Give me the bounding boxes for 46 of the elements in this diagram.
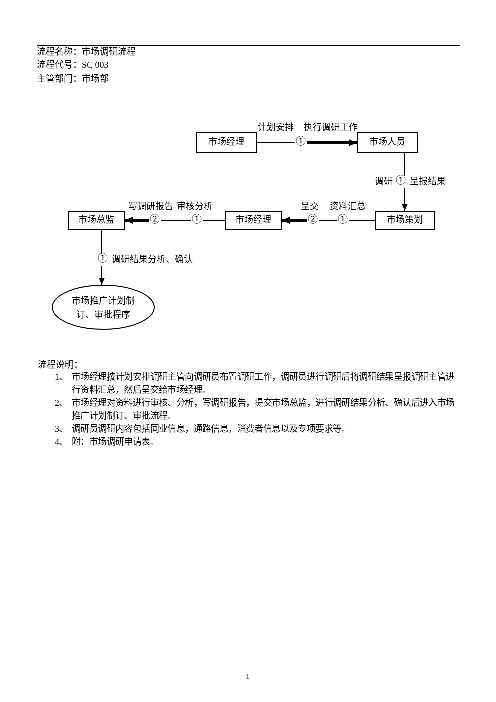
list-number: 4、 <box>55 436 68 448</box>
step-number: ① <box>97 254 109 266</box>
connector-line <box>202 220 226 221</box>
step-label: 呈交 <box>301 202 319 212</box>
connector-line <box>318 220 338 221</box>
step-number: ① <box>395 176 407 188</box>
step-label: 执行调研工作 <box>304 124 358 132</box>
step-number: ② <box>149 214 161 226</box>
arrow <box>307 140 357 146</box>
process-box: 市场经理 <box>196 132 257 153</box>
step-label: 调研 <box>375 178 393 186</box>
list-item-text: 市场经理对资料进行审核、分析，写调研报告，提交市场总监，进行调研结果分析、确认后进入市场推广计划制订、审批流程。 <box>72 396 456 422</box>
process-ellipse: 市场推广计划制订、审批程序 <box>52 285 155 330</box>
header-line: 流程名称：市场调研流程 <box>37 48 136 56</box>
connector-line <box>160 220 192 221</box>
arrow <box>282 217 307 224</box>
list-item-text: 市场经理按计划安排调研主管向调研员布置调研工作，调研员进行调研后将调研结果呈报调研主管进行资料汇总，然后呈交给市场经理。 <box>72 370 456 396</box>
list-number: 2、 <box>55 396 68 410</box>
step-label: 调研结果分析、确认 <box>112 256 193 264</box>
list-number: 3、 <box>55 422 68 436</box>
step-label: 写调研报告 <box>128 202 174 212</box>
list-item-text: 附：市场调研申请表。 <box>72 436 160 448</box>
arrow <box>125 217 149 224</box>
step-number: ① <box>337 214 349 226</box>
step-label: 计划安排 <box>258 124 294 132</box>
connector-line <box>348 220 376 221</box>
connector-line <box>256 142 296 144</box>
section-heading: 流程说明： <box>38 360 83 370</box>
header-line: 流程代号：SC 003 <box>37 61 109 70</box>
arrow <box>402 188 408 212</box>
connector-line <box>404 152 406 176</box>
page-number: 1 <box>246 673 250 681</box>
step-label: 资料汇总 <box>330 202 366 212</box>
step-label: 审核分析 <box>177 202 213 212</box>
step-label: 呈报结果 <box>410 178 446 186</box>
step-number: ① <box>191 214 203 226</box>
step-number: ① <box>295 137 307 149</box>
list-number: 1、 <box>55 370 68 384</box>
arrow <box>99 266 105 286</box>
process-box: 市场经理 <box>225 211 282 230</box>
process-box: 市场人员 <box>357 132 418 153</box>
process-box: 市场总监 <box>68 211 125 230</box>
step-number: ② <box>307 214 319 226</box>
header-line: 主管部门：市场部 <box>37 74 109 84</box>
list-item-text: 调研员调研内容包括同业信息，通路信息，消费者信息以及专项要求等。 <box>72 422 352 436</box>
process-box: 市场策划 <box>375 211 435 230</box>
